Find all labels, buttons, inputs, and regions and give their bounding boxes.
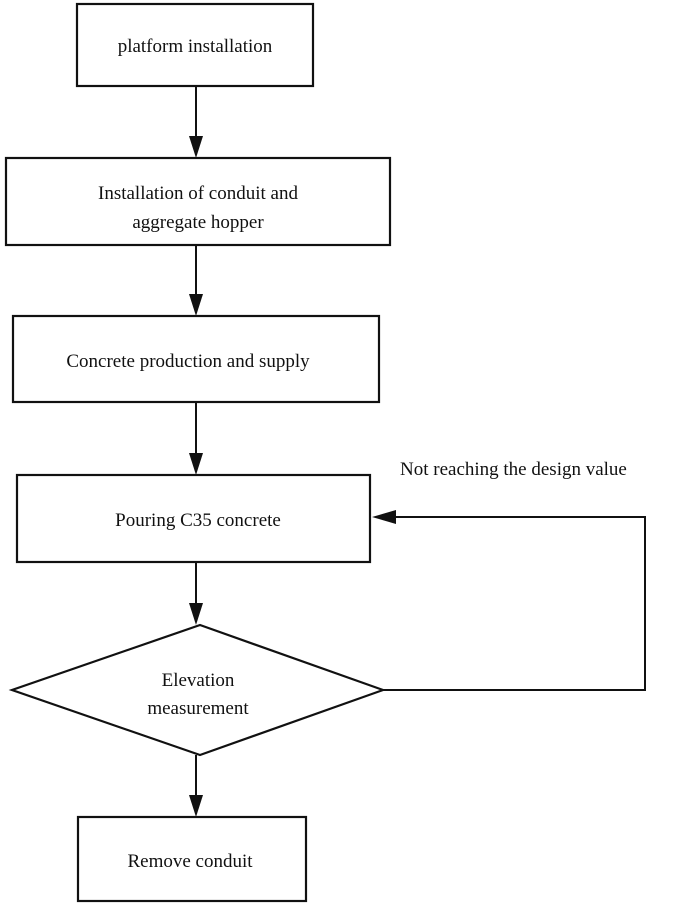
node-pouring-concrete-label: Pouring C35 concrete [115, 510, 281, 531]
node-elevation-measurement-label-line1: Elevation [162, 670, 235, 691]
arrowhead-left-icon [372, 510, 396, 524]
node-remove-conduit: Remove conduit [76, 815, 308, 903]
node-remove-conduit-label: Remove conduit [127, 851, 253, 872]
node-pouring-concrete: Pouring C35 concrete [15, 473, 372, 564]
edge-pouring-to-elevation-measurement [189, 562, 203, 625]
node-platform-installation-label: platform installation [118, 36, 273, 57]
node-elevation-measurement: Elevation measurement [8, 623, 387, 757]
node-platform-installation: platform installation [75, 2, 315, 88]
node-concrete-supply: Concrete production and supply [11, 314, 381, 404]
arrowhead-down-icon [189, 795, 203, 817]
node-elevation-measurement-label-line2: measurement [147, 698, 249, 719]
arrowhead-down-icon [189, 453, 203, 475]
arrowhead-down-icon [189, 294, 203, 316]
node-concrete-supply-label: Concrete production and supply [66, 351, 310, 372]
feedback-edge-label: Not reaching the design value [400, 459, 627, 480]
edge-concrete-supply-to-pouring [189, 402, 203, 475]
edge-feedback-elevation-to-pouring: Not reaching the design value [372, 459, 646, 691]
node-conduit-installation-label-line2: aggregate hopper [132, 212, 264, 233]
node-conduit-installation-label-line1: Installation of conduit and [98, 183, 298, 204]
arrowhead-down-icon [189, 136, 203, 158]
node-conduit-installation: Installation of conduit and aggregate ho… [4, 156, 392, 247]
arrowhead-down-icon [189, 603, 203, 625]
edge-conduit-installation-to-concrete-supply [189, 245, 203, 316]
edge-elevation-measurement-to-remove-conduit [189, 755, 203, 817]
edge-platform-to-conduit-installation [189, 86, 203, 158]
